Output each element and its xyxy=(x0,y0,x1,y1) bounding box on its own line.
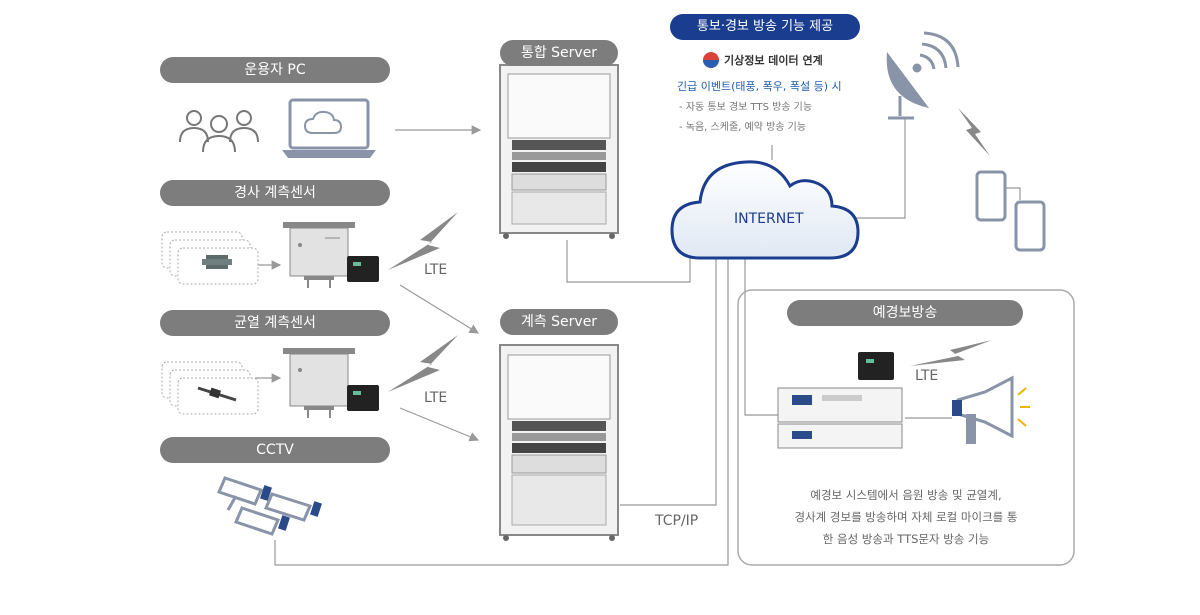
lte-modem-icon xyxy=(858,352,894,380)
satellite-dish-icon xyxy=(886,31,960,120)
lte-modem-icon xyxy=(347,385,379,411)
emergency-event-text: 긴급 이벤트(태풍, 폭우, 폭설 등) 시 xyxy=(677,80,842,93)
connector-lines xyxy=(255,118,1021,566)
sensor-box-icon xyxy=(283,348,355,418)
warning-broadcast-panel xyxy=(737,289,1075,566)
broadcast-feature-label: 통보·경보 방송 기능 제공 xyxy=(670,14,860,40)
users-icon xyxy=(179,110,259,153)
description-line-3: 한 음성 방송과 TTS문자 방송 기능 xyxy=(822,532,990,546)
crack-sensor-label: 균열 계측센서 xyxy=(160,310,390,336)
server-rack-icon xyxy=(499,344,619,541)
lightning-icon xyxy=(910,340,992,366)
lightning-icon xyxy=(388,212,458,270)
warning-broadcast-description: 예경보 시스템에서 음원 방송 및 균열계, 경사계 경보를 방송하며 자체 로… xyxy=(745,484,1067,550)
crack-gauge-icon xyxy=(161,361,259,415)
description-line-2: 경사계 경보를 방송하며 자체 로컬 마이크를 통 xyxy=(794,510,1018,524)
weather-logo-icon xyxy=(703,52,719,68)
operator-pc-label: 운용자 PC xyxy=(160,57,390,83)
smartphone-icon xyxy=(975,170,1046,252)
lightning-icon xyxy=(958,108,990,156)
tcpip-label: TCP/IP xyxy=(655,513,699,529)
weather-link-text: 기상정보 데이터 연계 xyxy=(724,54,823,67)
cctv-label: CCTV xyxy=(160,437,390,463)
slope-sensor-label: 경사 계측센서 xyxy=(160,180,390,206)
lte-label-crack: LTE xyxy=(424,390,448,406)
feature-bullet-1: - 자동 통보 경보 TTS 방송 기능 xyxy=(679,102,813,113)
measurement-server-label: 계측 Server xyxy=(500,309,618,335)
lte-label-broadcast: LTE xyxy=(915,368,939,384)
lte-label-slope: LTE xyxy=(424,262,448,278)
inclinometer-icon xyxy=(161,231,259,285)
laptop-cloud-icon xyxy=(282,98,376,158)
sensor-box-icon xyxy=(283,222,355,288)
cctv-camera-icon xyxy=(216,476,322,536)
lightning-icon xyxy=(388,335,458,392)
description-line-1: 예경보 시스템에서 음원 방송 및 균열계, xyxy=(810,488,1002,502)
warning-broadcast-label: 예경보방송 xyxy=(787,300,1023,326)
integrated-server-label: 통합 Server xyxy=(500,40,618,66)
megaphone-icon xyxy=(952,375,1030,444)
internet-label: INTERNET xyxy=(734,211,804,227)
server-rack-icon xyxy=(499,64,619,239)
feature-bullet-2: - 녹음, 스케줄, 예약 방송 기능 xyxy=(679,122,807,133)
lte-modem-icon xyxy=(347,256,379,282)
amplifier-icon xyxy=(777,387,903,449)
cloud-icon xyxy=(670,160,860,260)
